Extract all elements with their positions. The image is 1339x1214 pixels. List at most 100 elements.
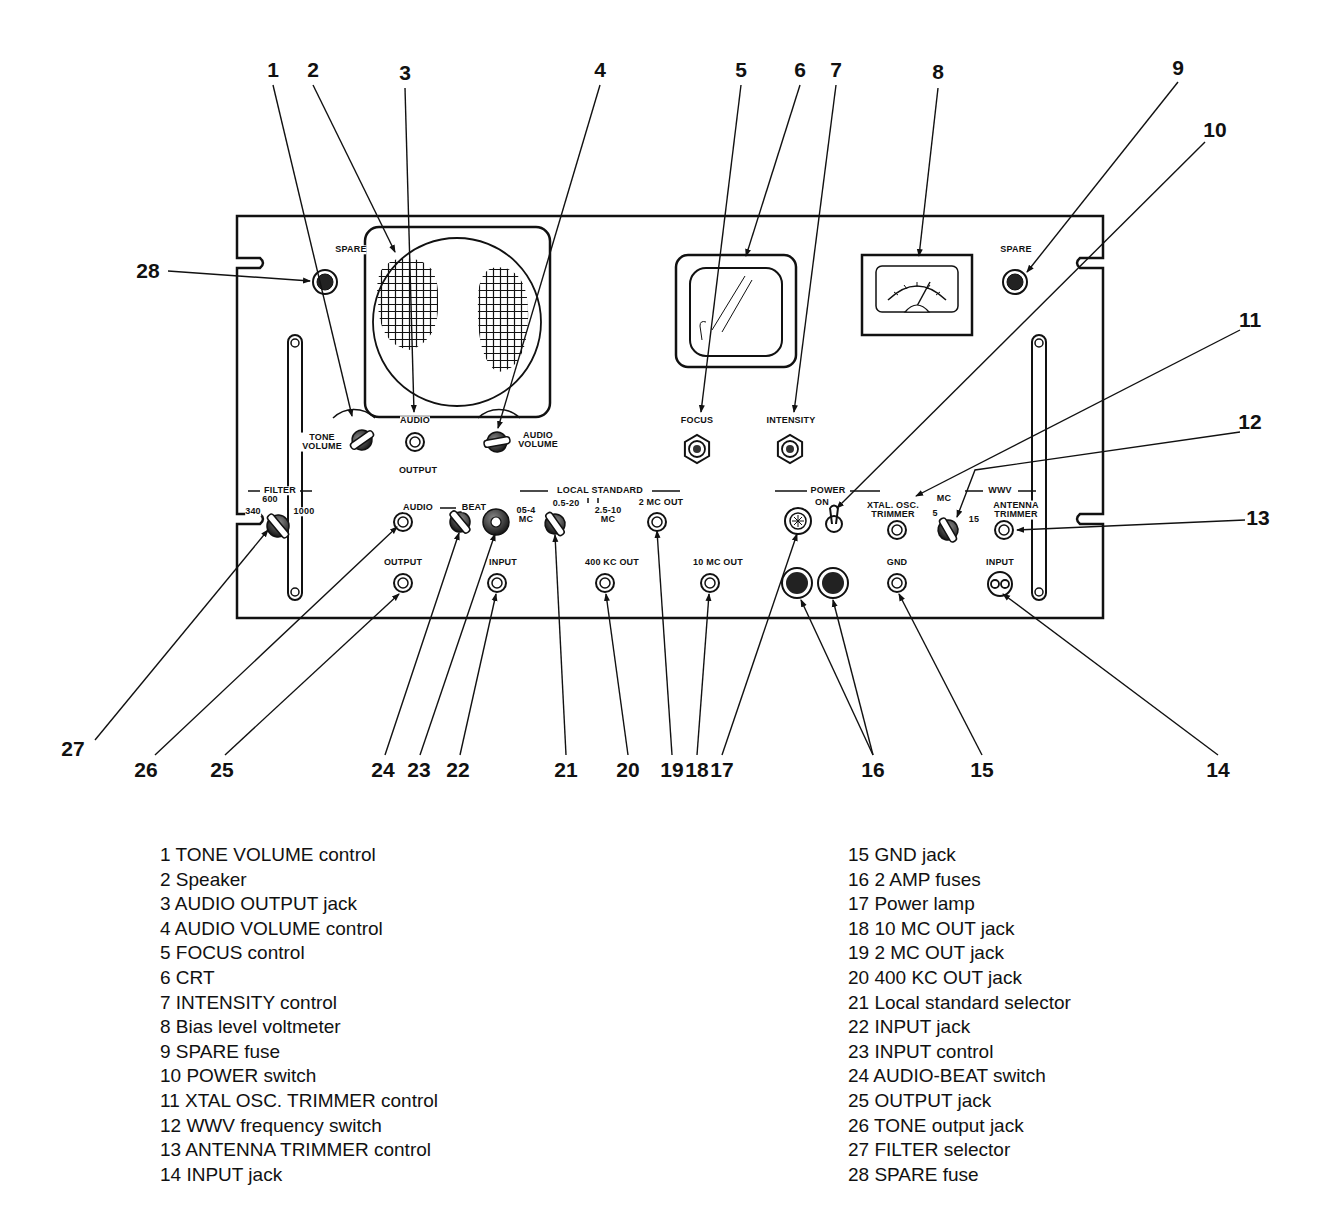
panel-label: GND bbox=[887, 558, 908, 567]
speaker bbox=[365, 227, 550, 417]
panel-label: WWV bbox=[988, 486, 1012, 495]
toggle-switch bbox=[826, 506, 842, 533]
callout-number: 21 bbox=[554, 759, 577, 781]
key-entry: 2 Speaker bbox=[160, 870, 247, 890]
callout-number: 23 bbox=[407, 759, 430, 781]
front-panel bbox=[237, 216, 1103, 618]
panel-label: MC bbox=[937, 494, 951, 503]
callout-number: 25 bbox=[210, 759, 233, 781]
callout-number: 3 bbox=[399, 62, 411, 84]
knob bbox=[261, 508, 296, 544]
jack bbox=[394, 574, 412, 592]
panel-label: POWER bbox=[810, 486, 845, 495]
callout-number: 9 bbox=[1172, 57, 1184, 79]
panel-label: AUDIO bbox=[400, 416, 430, 425]
callout-number: 2 bbox=[307, 59, 319, 81]
callout-number: 27 bbox=[61, 738, 84, 760]
callout-number: 4 bbox=[594, 59, 606, 81]
key-entry: 7 INTENSITY control bbox=[160, 993, 337, 1013]
key-entry: 5 FOCUS control bbox=[160, 943, 305, 963]
fuse-holder bbox=[818, 568, 848, 598]
callout-number: 7 bbox=[830, 59, 842, 81]
key-entry: 22 INPUT jack bbox=[848, 1017, 970, 1037]
key-entry: 12 WWV frequency switch bbox=[160, 1116, 382, 1136]
panel-label: XTAL. OSC. TRIMMER bbox=[866, 501, 920, 520]
callout-number: 1 bbox=[267, 59, 279, 81]
key-entry: 27 FILTER selector bbox=[848, 1140, 1010, 1160]
callout-number: 26 bbox=[134, 759, 157, 781]
callout-number: 11 bbox=[1239, 309, 1261, 331]
key-entry: 11 XTAL OSC. TRIMMER control bbox=[160, 1091, 438, 1111]
callout-number: 6 bbox=[794, 59, 806, 81]
key-entry: 25 OUTPUT jack bbox=[848, 1091, 991, 1111]
panel-label: 5 bbox=[932, 509, 937, 518]
knob bbox=[482, 430, 511, 454]
callout-number: 14 bbox=[1206, 759, 1229, 781]
callout-number: 13 bbox=[1246, 507, 1269, 529]
panel-label: 15 bbox=[969, 515, 979, 524]
panel-label: 2.5-10 MC bbox=[591, 506, 625, 525]
callout-number: 19 bbox=[660, 759, 683, 781]
panel-controls bbox=[261, 424, 1013, 598]
panel-label: 600 bbox=[262, 495, 278, 504]
key-entry: 23 INPUT control bbox=[848, 1042, 993, 1062]
section-dash bbox=[248, 409, 1036, 508]
panel-label: 10 MC OUT bbox=[693, 558, 743, 567]
panel-label: BEAT bbox=[462, 503, 487, 512]
jack bbox=[394, 513, 412, 531]
panel-label: 2 MC OUT bbox=[639, 498, 684, 507]
key-entry: 20 400 KC OUT jack bbox=[848, 968, 1022, 988]
callout-number: 20 bbox=[616, 759, 639, 781]
key-entry: 21 Local standard selector bbox=[848, 993, 1071, 1013]
key-entry: 17 Power lamp bbox=[848, 894, 975, 914]
key-entry: 14 INPUT jack bbox=[160, 1165, 282, 1185]
key-entry: 19 2 MC OUT jack bbox=[848, 943, 1004, 963]
jack bbox=[406, 433, 424, 451]
key-entry: 28 SPARE fuse bbox=[848, 1165, 979, 1185]
callout-number: 5 bbox=[735, 59, 747, 81]
voltmeter bbox=[862, 255, 972, 335]
panel-label: INTENSITY bbox=[767, 416, 816, 425]
jack bbox=[701, 574, 719, 592]
panel-label: SPARE bbox=[1000, 245, 1031, 254]
callout-number: 17 bbox=[710, 759, 733, 781]
panel-label: 400 KC OUT bbox=[585, 558, 639, 567]
jack bbox=[596, 574, 614, 592]
panel-label: OUTPUT bbox=[384, 558, 422, 567]
shaft-control bbox=[685, 435, 709, 463]
panel-label: OUTPUT bbox=[399, 466, 437, 475]
panel-label: INPUT bbox=[986, 558, 1014, 567]
panel-label: SPARE bbox=[335, 245, 366, 254]
input-control bbox=[491, 517, 501, 527]
knob bbox=[346, 424, 379, 455]
callout-number: 18 bbox=[685, 759, 708, 781]
key-entry: 6 CRT bbox=[160, 968, 215, 988]
panel-label: AUDIO VOLUME bbox=[516, 431, 560, 450]
panel-label: 1000 bbox=[294, 507, 315, 516]
callout-number: 22 bbox=[446, 759, 469, 781]
panel-label: 340 bbox=[245, 507, 261, 516]
panel-label: TONE VOLUME bbox=[300, 433, 344, 452]
key-entry: 9 SPARE fuse bbox=[160, 1042, 280, 1062]
key-entry: 24 AUDIO-BEAT switch bbox=[848, 1066, 1046, 1086]
callout-number: 15 bbox=[970, 759, 993, 781]
leader-line bbox=[95, 82, 1245, 755]
panel-label: ON bbox=[815, 498, 829, 507]
key-entry: 8 Bias level voltmeter bbox=[160, 1017, 341, 1037]
jack bbox=[648, 513, 666, 531]
callout-number: 10 bbox=[1203, 119, 1226, 141]
key-entry: 18 10 MC OUT jack bbox=[848, 919, 1014, 939]
panel-label: LOCAL STANDARD bbox=[557, 486, 643, 495]
callout-number: 16 bbox=[861, 759, 884, 781]
panel-label: AUDIO bbox=[403, 503, 433, 512]
crt bbox=[676, 255, 796, 367]
callout-number: 24 bbox=[371, 759, 394, 781]
key-entry: 10 POWER switch bbox=[160, 1066, 316, 1086]
key-entry: 1 TONE VOLUME control bbox=[160, 845, 376, 865]
jack bbox=[995, 521, 1013, 539]
panel-label: 05-4 MC bbox=[513, 506, 539, 525]
panel-label: FOCUS bbox=[681, 416, 714, 425]
callout-number: 28 bbox=[136, 260, 159, 282]
jack bbox=[888, 574, 906, 592]
jack bbox=[488, 574, 506, 592]
